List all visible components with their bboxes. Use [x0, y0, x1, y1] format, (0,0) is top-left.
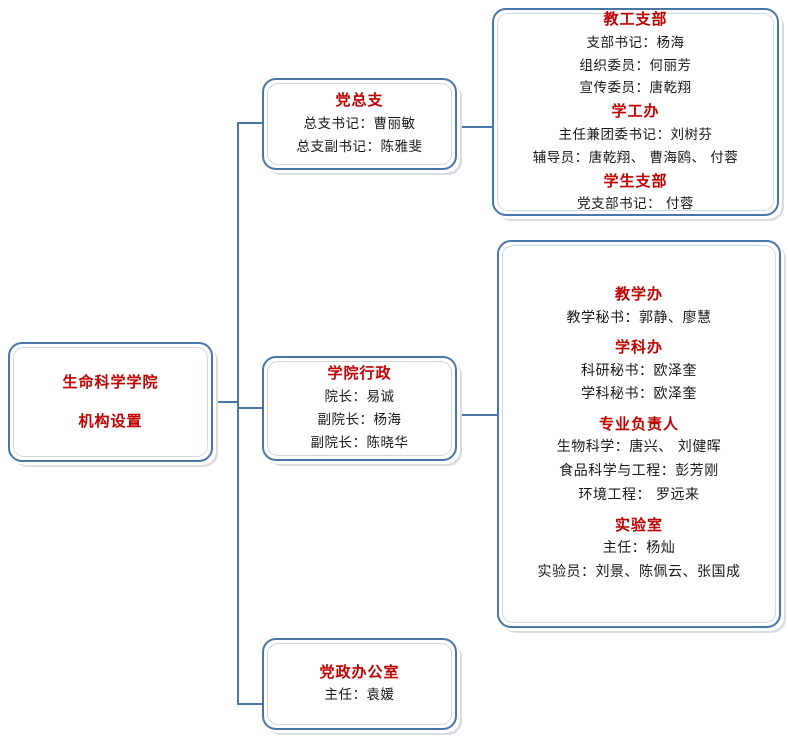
node-academic-units[interactable]: 教学办 教学秘书：郭静、廖慧 学科办 科研秘书：欧泽奎 学科秘书：欧泽奎 专业负… — [497, 240, 781, 628]
connector-trunk-to-office — [237, 703, 264, 705]
node-root[interactable]: 生命科学学院 机构设置 — [8, 342, 213, 462]
node-root-body: 生命科学学院 机构设置 — [10, 357, 211, 447]
student-affairs-director: 主任兼团委书记：刘树芬 — [558, 126, 713, 143]
node-party-branches-body: 教工支部 支部书记：杨海 组织委员：何丽芳 宣传委员：唐乾翔 学工办 主任兼团委… — [494, 2, 777, 221]
party-secretary: 总支书记：曹丽敏 — [303, 115, 416, 132]
discipline-office-heading: 学科办 — [614, 338, 663, 357]
laboratory-heading: 实验室 — [614, 515, 663, 534]
connector-trunk-to-party — [237, 122, 264, 124]
node-office-body: 党政办公室 主任：袁媛 — [264, 655, 455, 713]
root-title-line1: 生命科学学院 — [62, 373, 159, 391]
program-leader-environmental: 环境工程： 罗远来 — [578, 487, 700, 504]
laboratory-technicians: 实验员：刘景、陈佩云、张国成 — [537, 563, 741, 580]
party-deputy-secretary: 总支副书记：陈雅斐 — [296, 138, 423, 155]
laboratory-director: 主任：杨灿 — [602, 540, 676, 557]
faculty-branch-organization-member: 组织委员：何丽芳 — [579, 57, 692, 74]
research-secretary: 科研秘书：欧泽奎 — [581, 362, 697, 379]
admin-heading: 学院行政 — [327, 364, 392, 383]
teaching-secretaries: 教学秘书：郭静、廖慧 — [566, 309, 712, 326]
student-affairs-heading: 学工办 — [611, 102, 660, 121]
connector-root-stub — [213, 401, 239, 403]
discipline-secretary: 学科秘书：欧泽奎 — [581, 386, 697, 403]
faculty-branch-secretary: 支部书记：杨海 — [586, 34, 685, 51]
node-college-administration[interactable]: 学院行政 院长：易诚 副院长：杨海 副院长：陈晓华 — [262, 356, 457, 461]
node-party-committee[interactable]: 党总支 总支书记：曹丽敏 总支副书记：陈雅斐 — [262, 78, 457, 170]
node-party-government-office[interactable]: 党政办公室 主任：袁媛 — [262, 638, 457, 730]
office-director: 主任：袁媛 — [324, 687, 395, 704]
faculty-branch-heading: 教工支部 — [603, 10, 668, 29]
node-admin-body: 学院行政 院长：易诚 副院长：杨海 副院长：陈晓华 — [264, 356, 455, 460]
admin-vice-dean-1: 副院长：杨海 — [317, 411, 402, 428]
student-branch-heading: 学生支部 — [603, 171, 668, 190]
connector-trunk-to-admin — [237, 407, 264, 409]
student-affairs-counselors: 辅导员：唐乾翔、 曹海鸥、 付蓉 — [532, 149, 739, 166]
root-title-line2: 机构设置 — [78, 412, 143, 430]
admin-vice-dean-2: 副院长：陈晓华 — [310, 434, 409, 451]
program-leader-biology: 生物科学：唐兴、 刘健晖 — [556, 439, 722, 456]
node-party-branches[interactable]: 教工支部 支部书记：杨海 组织委员：何丽芳 宣传委员：唐乾翔 学工办 主任兼团委… — [492, 8, 779, 216]
party-heading: 党总支 — [335, 91, 384, 110]
faculty-branch-publicity-member: 宣传委员：唐乾翔 — [579, 80, 692, 97]
office-heading: 党政办公室 — [319, 662, 400, 681]
connector-party-to-branches — [457, 126, 497, 128]
connector-admin-to-academic — [457, 414, 501, 416]
node-party-body: 党总支 总支书记：曹丽敏 总支副书记：陈雅斐 — [264, 83, 455, 164]
program-leaders-heading: 专业负责人 — [598, 415, 679, 434]
admin-dean: 院长：易诚 — [324, 388, 395, 405]
node-academic-units-body: 教学办 教学秘书：郭静、廖慧 学科办 科研秘书：欧泽奎 学科秘书：欧泽奎 专业负… — [499, 277, 779, 590]
program-leader-food-science: 食品科学与工程：彭芳刚 — [559, 463, 719, 480]
teaching-office-heading: 教学办 — [614, 285, 663, 304]
connector-trunk — [237, 122, 239, 705]
student-branch-secretary: 党支部书记： 付蓉 — [577, 195, 694, 212]
